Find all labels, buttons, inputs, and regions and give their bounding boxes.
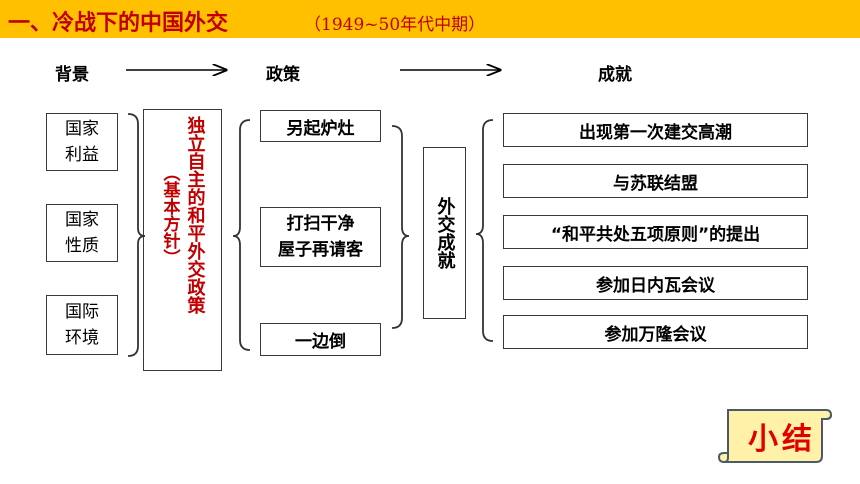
brace-policy-left [232,119,251,351]
page-subtitle: （1949~50年代中期） [304,15,486,35]
achievement-item-5: 参加万隆会议 [503,315,808,349]
background-item-interest: 国家 利益 [46,113,118,171]
brace-policy-right [391,125,410,329]
diplomacy-achievement-box: 外交成就 [423,147,466,319]
center-policy-sub: （基本方针） [159,164,180,266]
background-item-nature: 国家 性质 [46,204,118,262]
summary-scroll-shape [718,409,832,463]
header-background: 背景 [55,65,89,85]
header-achievement: 成就 [598,65,632,85]
brace-achievement-left [475,119,494,342]
achievement-item-4: 参加日内瓦会议 [503,266,808,300]
diplomacy-label: 外交成就 [434,197,456,269]
achievement-item-2: 与苏联结盟 [503,164,808,198]
background-item-environment: 国际 环境 [46,295,118,355]
summary-button[interactable]: 小结 [748,422,816,457]
page-title: 一、冷战下的中国外交 [8,11,229,36]
policy-item-3: 一边倒 [260,323,381,356]
title-bar: 一、冷战下的中国外交 （1949~50年代中期） [0,0,860,38]
header-policy: 政策 [266,65,300,85]
center-policy-main: 独立自主的和平外交政策 [184,116,206,314]
policy-item-2: 打扫干净 屋子再请客 [260,207,381,267]
achievement-item-3: “和平共处五项原则”的提出 [503,215,808,249]
center-policy-box: 独立自主的和平外交政策 （基本方针） [143,109,222,371]
policy-item-1: 另起炉灶 [260,110,381,142]
achievement-item-1: 出现第一次建交高潮 [503,113,808,147]
